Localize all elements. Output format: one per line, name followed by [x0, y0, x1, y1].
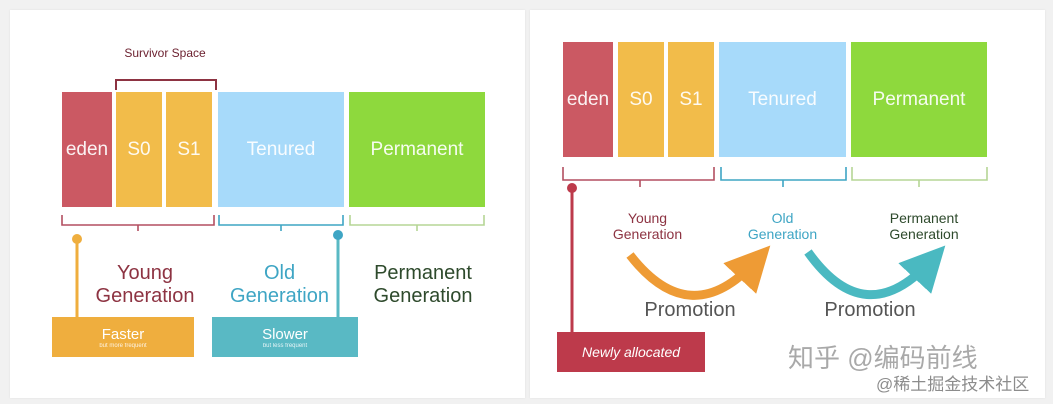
left-diagram-panel: Survivor Space eden S0 S1 Tenured Perman…	[10, 10, 525, 398]
s1-block-right: S1	[668, 42, 714, 157]
right-diagram-panel: eden S0 S1 Tenured Permanent Young Gener…	[530, 10, 1045, 398]
permanent-bracket	[349, 215, 485, 226]
perm-label-line-1-right: Permanent	[889, 210, 959, 226]
perm-label-line-1: Permanent	[374, 262, 472, 284]
survivor-space-label: Survivor Space	[124, 46, 206, 60]
old-bracket-right	[720, 167, 847, 181]
promotion-arrow-young-to-old	[626, 245, 771, 300]
slower-connector-dot	[333, 230, 343, 240]
old-label-line-1: Old	[263, 262, 296, 284]
permanent-bracket-right	[851, 167, 988, 181]
faster-connector-dot	[72, 234, 82, 244]
slower-subtitle: but less frequent	[262, 342, 308, 349]
perm-label-line-2: Generation	[373, 285, 473, 307]
slower-box: Slower but less frequent	[212, 317, 358, 357]
young-label-line-2-right: Generation	[612, 226, 683, 243]
zhihu-watermark: 知乎 @编码前线	[788, 343, 978, 373]
young-generation-label: Young Generation	[80, 262, 210, 308]
survivor-bracket	[115, 79, 217, 90]
promotion-label-1: Promotion	[644, 299, 736, 321]
promotion-arrow-old-to-permanent	[804, 245, 946, 299]
tenured-block: Tenured	[218, 92, 344, 207]
eden-block: eden	[62, 92, 112, 207]
newly-allocated-connector-dot	[567, 183, 577, 193]
s1-block: S1	[166, 92, 212, 207]
old-label-line-1-right: Old	[771, 210, 794, 226]
newly-allocated-label: Newly allocated	[581, 344, 681, 360]
permanent-block: Permanent	[349, 92, 485, 207]
faster-subtitle: but more frequent	[99, 342, 147, 349]
permanent-generation-label: Permanent Generation	[358, 262, 488, 308]
s0-block: S0	[116, 92, 162, 207]
promotion-label-2: Promotion	[824, 299, 916, 321]
young-bracket	[61, 215, 215, 226]
young-generation-label-right: Young Generation	[600, 210, 695, 242]
old-bracket	[218, 215, 344, 226]
right-connectors	[562, 167, 988, 332]
s0-block-right: S0	[618, 42, 664, 157]
faster-title: Faster	[101, 325, 145, 343]
old-label-line-2-right: Generation	[747, 226, 818, 243]
eden-block-right: eden	[563, 42, 613, 157]
old-generation-label-right: Old Generation	[735, 210, 830, 242]
old-generation-label: Old Generation	[222, 262, 337, 308]
young-label-line-2: Generation	[95, 285, 195, 307]
permanent-generation-label-right: Permanent Generation	[870, 210, 978, 242]
faster-box: Faster but more frequent	[52, 317, 194, 357]
newly-allocated-box: Newly allocated	[557, 332, 705, 372]
old-label-line-2: Generation	[230, 285, 329, 307]
slower-title: Slower	[262, 325, 308, 343]
juejin-watermark: @稀土掘金技术社区	[876, 375, 1030, 394]
young-label-line-1: Young	[117, 262, 173, 284]
young-label-line-1-right: Young	[627, 210, 668, 226]
young-bracket-right	[562, 167, 715, 181]
tenured-block-right: Tenured	[719, 42, 846, 157]
permanent-block-right: Permanent	[851, 42, 987, 157]
perm-label-line-2-right: Generation	[889, 226, 959, 243]
left-connectors	[61, 79, 485, 317]
